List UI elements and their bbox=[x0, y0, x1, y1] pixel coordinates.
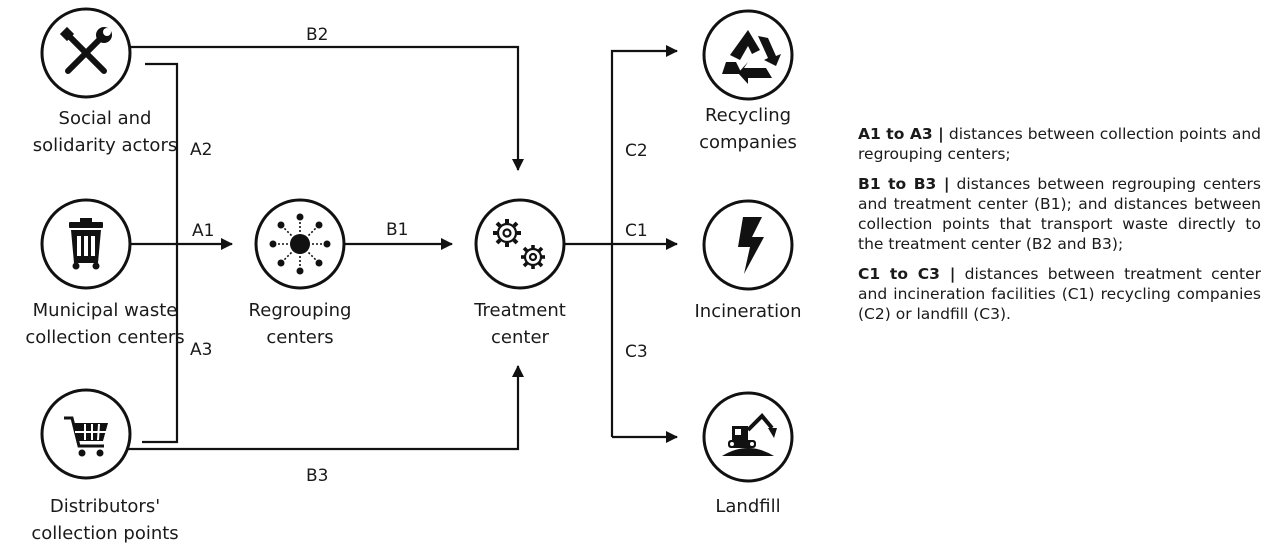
edge-b2 bbox=[127, 45, 524, 171]
legend-key-b: B1 to B3 | bbox=[858, 175, 950, 193]
edge-label-b1: B1 bbox=[386, 220, 409, 240]
edge-label-a2: A2 bbox=[190, 140, 213, 160]
hub-icon bbox=[269, 213, 331, 275]
gears-icon bbox=[493, 219, 545, 269]
recycling-label-line2: companies bbox=[699, 132, 797, 153]
treatment-label: Treatment center bbox=[445, 297, 595, 351]
incineration-label: Incineration bbox=[673, 298, 823, 325]
social-label-line1: Social and bbox=[58, 108, 152, 129]
edge-label-c2: C2 bbox=[625, 141, 648, 161]
legend-key-a: A1 to A3 | bbox=[858, 125, 944, 143]
edge-c2 bbox=[610, 45, 678, 437]
recycling-label: Recycling companies bbox=[673, 102, 823, 156]
waste-bin-icon bbox=[69, 218, 103, 270]
regrouping-label-line2: centers bbox=[266, 327, 334, 348]
landfill-label: Landfill bbox=[673, 493, 823, 520]
legend-text-b: distances between regrouping centers and… bbox=[858, 175, 1262, 253]
legend-entry-a: A1 to A3 | distances between collection … bbox=[858, 124, 1261, 164]
legend-text-c: distances between treatment center and i… bbox=[858, 265, 1261, 323]
incineration-label-line1: Incineration bbox=[694, 301, 802, 322]
distributors-label-line2: collection points bbox=[31, 523, 179, 544]
municipal-label-line1: Municipal waste bbox=[32, 300, 178, 321]
distributors-label-line1: Distributors' bbox=[49, 496, 161, 517]
legend-entry-b: B1 to B3 | distances between regrouping … bbox=[858, 174, 1261, 254]
recycling-label-line1: Recycling bbox=[704, 105, 792, 126]
treatment-node bbox=[474, 198, 566, 290]
regrouping-label: Regrouping centers bbox=[225, 297, 375, 351]
treatment-label-line1: Treatment bbox=[474, 300, 566, 321]
edge-label-c3: C3 bbox=[625, 342, 648, 362]
municipal-label-line2: collection centers bbox=[25, 327, 185, 348]
social-label-line2: solidarity actors bbox=[32, 135, 178, 156]
edge-label-a3: A3 bbox=[190, 340, 213, 360]
legend-text-a: distances between collection points and … bbox=[858, 125, 1261, 163]
treatment-label-line2: center bbox=[491, 327, 549, 348]
recycle-icon bbox=[722, 30, 781, 84]
edge-label-b3: B3 bbox=[306, 466, 329, 486]
legend-entry-c: C1 to C3 | distances between treatment c… bbox=[858, 264, 1261, 324]
edge-label-c1: C1 bbox=[625, 221, 648, 241]
municipal-label: Municipal waste collection centers bbox=[5, 297, 205, 351]
edge-label-a1: A1 bbox=[192, 221, 215, 241]
landfill-label-line1: Landfill bbox=[715, 496, 781, 517]
distributors-label: Distributors' collection points bbox=[20, 493, 190, 547]
edge-a2-trunk bbox=[142, 62, 179, 444]
edge-b3 bbox=[126, 365, 524, 451]
edge-label-b2: B2 bbox=[306, 25, 329, 45]
legend: A1 to A3 | distances between collection … bbox=[858, 124, 1261, 334]
social-label: Social and solidarity actors bbox=[25, 105, 185, 159]
shopping-cart-icon bbox=[64, 416, 108, 457]
legend-key-c: C1 to C3 | bbox=[858, 265, 956, 283]
lightning-icon bbox=[738, 217, 764, 274]
excavator-icon bbox=[722, 413, 777, 456]
regrouping-label-line1: Regrouping bbox=[248, 300, 352, 321]
